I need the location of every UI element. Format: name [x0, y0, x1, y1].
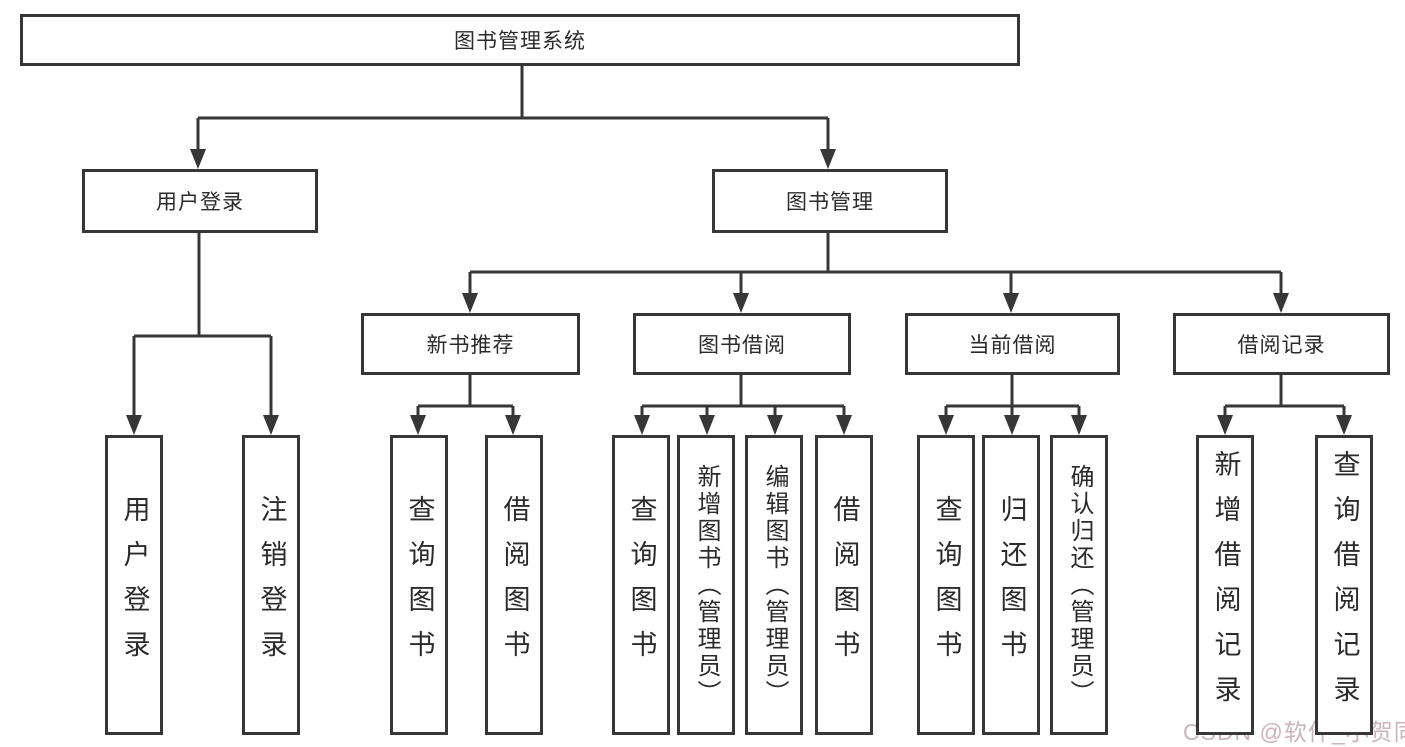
leaf-query-borrow-record: 查询借阅记录 [1315, 435, 1373, 735]
leaf-user-login-label: 用户登录 [119, 495, 150, 675]
connector-borrow-arrows [634, 415, 852, 435]
node-current-borrow-label: 当前借阅 [968, 334, 1057, 357]
connector-mgmt-split [468, 233, 1283, 296]
leaf-query-book-current-label: 查询图书 [931, 495, 962, 675]
leaf-query-book-current: 查询图书 [917, 435, 975, 735]
leaf-borrow-book-recommend-label: 借阅图书 [499, 495, 530, 675]
leaf-query-book-borrow-label: 查询图书 [626, 495, 657, 675]
leaf-query-book-recommend-label: 查询图书 [404, 495, 435, 675]
node-current-borrow: 当前借阅 [905, 313, 1120, 375]
node-new-book-recommend: 新书推荐 [361, 313, 580, 375]
leaf-borrow-book-recommend: 借阅图书 [485, 435, 543, 735]
node-user-login: 用户登录 [82, 169, 318, 233]
leaf-user-login: 用户登录 [105, 435, 163, 735]
node-root: 图书管理系统 [20, 14, 1020, 66]
connector-records-arrows [1217, 415, 1352, 435]
connector-borrow-split [640, 375, 846, 418]
node-book-borrow-label: 图书借阅 [698, 334, 786, 357]
node-borrow-records-label: 借阅记录 [1237, 334, 1326, 357]
leaf-logout: 注销登录 [242, 435, 300, 735]
connector-records-split [1223, 375, 1346, 418]
node-book-borrow: 图书借阅 [633, 313, 851, 375]
leaf-logout-label: 注销登录 [256, 495, 287, 675]
leaf-return-book: 归还图书 [982, 435, 1040, 735]
node-book-mgmt-label: 图书管理 [786, 191, 874, 214]
leaf-query-book-recommend: 查询图书 [390, 435, 448, 735]
connector-newbook-split [416, 375, 515, 418]
connector-current-arrows [938, 415, 1087, 435]
node-book-mgmt: 图书管理 [712, 169, 948, 233]
connector-current-split [944, 375, 1081, 418]
leaf-confirm-return-admin: 确认归还（管理员） [1050, 435, 1108, 735]
leaf-query-borrow-record-label: 查询借阅记录 [1329, 450, 1360, 720]
connector-user-arrows [126, 415, 279, 435]
connector-newbook-arrows [410, 415, 521, 435]
leaf-query-book-borrow: 查询图书 [612, 435, 670, 735]
node-user-login-label: 用户登录 [156, 191, 244, 214]
node-new-book-recommend-label: 新书推荐 [426, 334, 515, 357]
leaf-confirm-return-admin-label: 确认归还（管理员） [1066, 463, 1093, 707]
leaf-borrow-book-label: 借阅图书 [829, 495, 860, 675]
leaf-add-borrow-record-label: 新增借阅记录 [1210, 450, 1241, 720]
connector-root-arrows [190, 149, 836, 169]
leaf-edit-book-admin-label: 编辑图书（管理员） [761, 463, 788, 707]
leaf-borrow-book: 借阅图书 [815, 435, 873, 735]
leaf-edit-book-admin: 编辑图书（管理员） [745, 435, 803, 735]
leaf-return-book-label: 归还图书 [996, 495, 1027, 675]
leaf-add-book-admin: 新增图书（管理员） [677, 435, 735, 735]
leaf-add-borrow-record: 新增借阅记录 [1196, 435, 1254, 735]
connector-root-split [196, 66, 830, 152]
node-root-label: 图书管理系统 [454, 30, 586, 53]
connector-mgmt-arrows [462, 293, 1289, 313]
connector-user-split [132, 233, 273, 418]
node-borrow-records: 借阅记录 [1173, 313, 1390, 375]
leaf-add-book-admin-label: 新增图书（管理员） [693, 463, 720, 707]
